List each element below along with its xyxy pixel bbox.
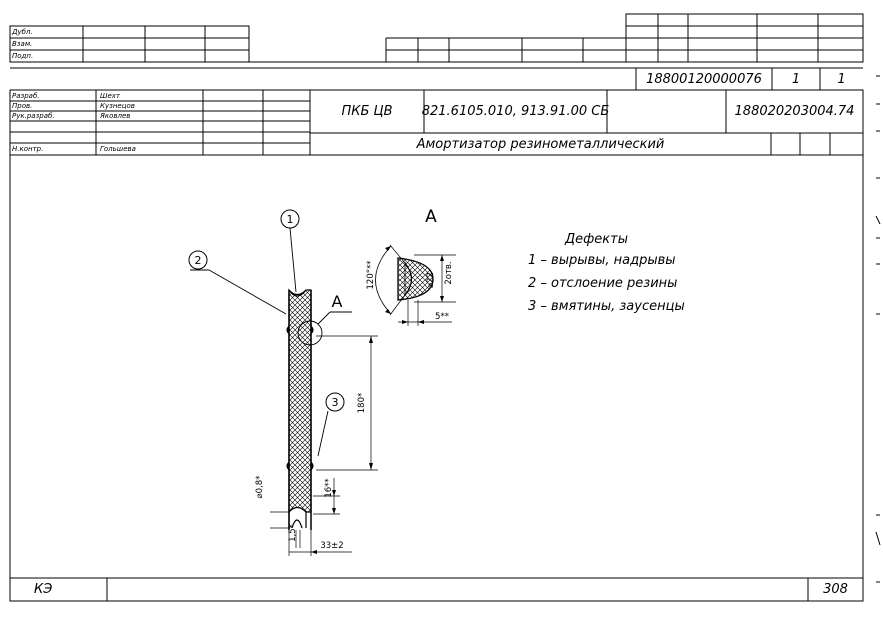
dim-16: 16** bbox=[324, 478, 334, 498]
sig-name-nkontr: Гольшева bbox=[100, 145, 136, 153]
dim-angle: 120°** bbox=[366, 260, 376, 290]
document-title: Амортизатор резинометаллический bbox=[416, 136, 665, 152]
defects-title: Дефекты bbox=[565, 232, 628, 247]
sheet-count: 1 bbox=[837, 71, 846, 87]
detail-view-title: А bbox=[425, 207, 437, 227]
part-section-view bbox=[188, 209, 378, 556]
org-name: ПКБ ЦВ bbox=[341, 104, 393, 119]
dim-33: 33±2 bbox=[320, 540, 344, 551]
dim-holes: 2отв. bbox=[444, 261, 454, 285]
drawing-numbers: 821.6105.010, 913.91.00 СБ bbox=[421, 104, 610, 119]
label-dubl: Дубл. bbox=[12, 28, 33, 36]
sig-role-nkontr: Н.контр. bbox=[12, 145, 44, 153]
sig-role-prov: Пров. bbox=[12, 102, 33, 110]
dim-15: 1,5* bbox=[288, 524, 298, 542]
sig-role-ruk: Рук.разраб. bbox=[12, 112, 55, 120]
sig-name-prov: Кузнецов bbox=[100, 102, 135, 110]
sig-name-razrab: Шехт bbox=[100, 91, 121, 100]
doc-code: 18800120000076 bbox=[646, 71, 762, 87]
sig-role-razrab: Разраб. bbox=[12, 91, 40, 100]
callout-1: 1 bbox=[286, 212, 294, 226]
frame-lines bbox=[9, 13, 864, 602]
callout-3: 3 bbox=[331, 395, 339, 409]
sig-name-ruk: Яковлев bbox=[100, 112, 131, 120]
label-podp: Подп. bbox=[12, 52, 34, 60]
footer-code: КЭ bbox=[34, 582, 53, 597]
product-code: 188020203004.74 bbox=[734, 104, 855, 119]
defect-item-2: 2 – отслоение резины bbox=[528, 276, 678, 291]
dim-d08: ⌀0,8* bbox=[255, 475, 265, 499]
callout-2: 2 bbox=[194, 253, 202, 267]
defect-item-3: 3 – вмятины, заусенцы bbox=[528, 299, 685, 314]
dim-d22: ⌀22 bbox=[426, 272, 436, 288]
defect-item-1: 1 – вырывы, надрывы bbox=[528, 253, 676, 268]
page-number: 308 bbox=[823, 582, 848, 597]
sheet-number: 1 bbox=[791, 71, 801, 87]
dim-five: 5** bbox=[435, 312, 449, 322]
detail-marker-a: А bbox=[331, 291, 343, 311]
dim-180: 180* bbox=[357, 392, 367, 414]
label-vzam: Взам. bbox=[12, 40, 33, 48]
detail-view-a bbox=[375, 244, 456, 326]
margin-marks bbox=[875, 75, 881, 583]
